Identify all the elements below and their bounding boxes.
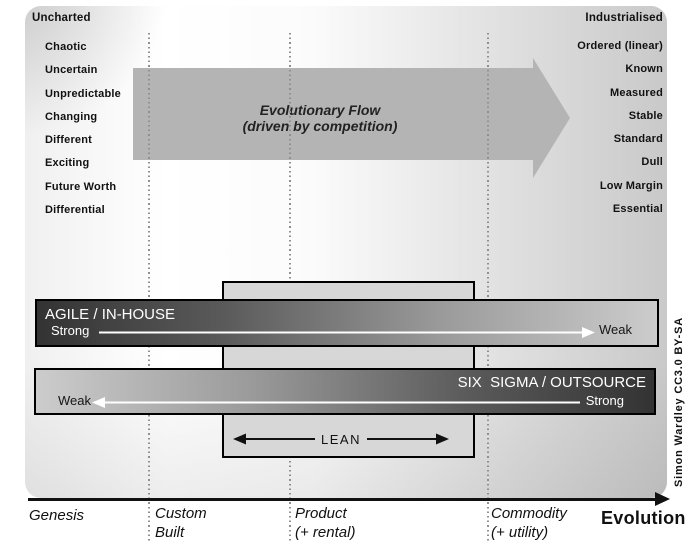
left-column-item: Future Worth <box>45 180 117 193</box>
evolutionary-flow-label: Evolutionary Flow (driven by competition… <box>145 102 495 134</box>
left-column-item: Chaotic <box>45 41 87 53</box>
left-column-item: Different <box>45 134 93 147</box>
lean-span-arrow: LEAN <box>233 431 464 447</box>
left-column-item: Uncertain <box>45 64 98 77</box>
strong-to-weak-arrow-icon <box>99 327 595 338</box>
right-column-item: Essential <box>612 203 663 216</box>
right-column-item: Measured <box>610 86 663 99</box>
evolutionary-flow-line1: Evolutionary Flow <box>259 102 381 118</box>
left-column-item: Unpredictable <box>45 87 121 100</box>
stage-label-line: Commodity <box>491 505 567 522</box>
stage-boundary-dotted-line <box>487 33 489 543</box>
right-column-item: Stable <box>628 109 663 122</box>
attribution-credit: Simon Wardley CC3.0 BY-SA <box>673 317 685 487</box>
agile-bar-title: AGILE / IN-HOUSE <box>45 306 176 323</box>
uncharted-header: Uncharted <box>32 12 91 24</box>
lean-arrow-right-icon <box>366 433 449 445</box>
lean-label: LEAN <box>321 431 361 447</box>
six-sigma-weak-label: Weak <box>58 393 91 408</box>
evolution-axis-line <box>28 498 658 501</box>
stage-label-line: (+ rental) <box>295 524 356 541</box>
stage-label-line: (+ utility) <box>491 524 549 541</box>
evolution-axis-title: Evolution <box>601 508 686 528</box>
left-column-item: Differential <box>45 204 105 217</box>
right-column-item: Low Margin <box>599 179 663 192</box>
left-column-item: Changing <box>45 110 98 123</box>
stage-boundary-dotted-line <box>148 33 150 543</box>
right-column-item: Standard <box>613 133 663 146</box>
industrialised-header: Industrialised <box>585 12 663 24</box>
right-column-item: Known <box>625 63 663 76</box>
stage-label-line: Genesis <box>29 507 85 524</box>
stage-label-line: Built <box>155 524 185 541</box>
stage-label-commodity: Commodity (+ utility) <box>491 504 567 542</box>
six-sigma-outsource-bar: SIX SIGMA / OUTSOURCE Weak Strong <box>34 368 656 415</box>
agile-weak-label: Weak <box>599 322 632 337</box>
uncharted-column: Chaotic Uncertain Unpredictable Changing… <box>45 41 121 227</box>
right-column-item: Dull <box>641 156 663 169</box>
stage-label-custom-built: Custom Built <box>155 504 207 542</box>
lean-arrow-left-icon <box>233 433 315 445</box>
agile-strong-label: Strong <box>51 323 90 338</box>
strong-to-weak-arrow-left-icon <box>92 397 580 408</box>
evolutionary-flow-arrow-icon <box>133 58 570 178</box>
stage-label-genesis: Genesis <box>29 506 84 525</box>
stage-label-line: Custom <box>155 505 207 522</box>
left-column-item: Exciting <box>45 157 90 170</box>
evolutionary-flow-line2: (driven by competition) <box>242 118 398 134</box>
evolution-axis-arrowhead-icon <box>655 492 670 506</box>
industrialised-column: Ordered (linear) Known Measured Stable S… <box>577 40 663 226</box>
agile-in-house-bar: AGILE / IN-HOUSE Strong Weak <box>35 299 659 347</box>
six-sigma-strong-label: Strong <box>585 393 624 408</box>
six-sigma-bar-title: SIX SIGMA / OUTSOURCE <box>457 374 646 391</box>
right-column-item: Ordered (linear) <box>577 40 663 52</box>
stage-label-product: Product (+ rental) <box>295 504 355 542</box>
stage-label-line: Product <box>295 505 347 522</box>
